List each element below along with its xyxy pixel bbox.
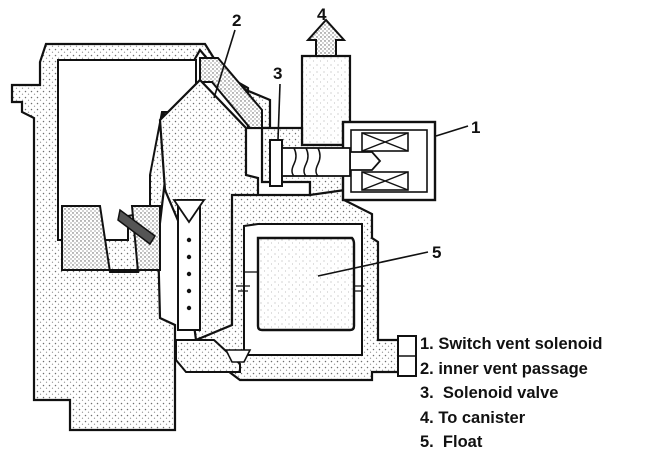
canister-arrow — [305, 18, 347, 57]
carburetor-body — [10, 42, 272, 432]
solenoid-valve — [269, 139, 351, 187]
legend-item-to-canister: 4. To canister — [420, 408, 526, 427]
callout-2: 2 — [232, 11, 241, 30]
metering-jet — [172, 199, 206, 331]
switch-vent-solenoid — [341, 120, 437, 202]
legend-item-switch-vent-solenoid: 1. Switch vent solenoid — [420, 335, 603, 353]
needle-valve — [175, 339, 252, 373]
float — [256, 236, 356, 332]
callout-1: 1 — [471, 118, 480, 137]
callout-5: 5 — [432, 243, 441, 262]
callout-4: 4 — [317, 5, 327, 24]
legend-item-float: 5. Float — [420, 433, 483, 451]
legend: 1. Switch vent solenoid 2. inner vent pa… — [420, 332, 602, 455]
legend-item-inner-vent-passage: 2. inner vent passage — [420, 359, 588, 378]
leader-lines — [213, 29, 469, 277]
legend-item-solenoid-valve: 3. Solenoid valve — [420, 384, 559, 402]
callout-3: 3 — [273, 64, 282, 83]
